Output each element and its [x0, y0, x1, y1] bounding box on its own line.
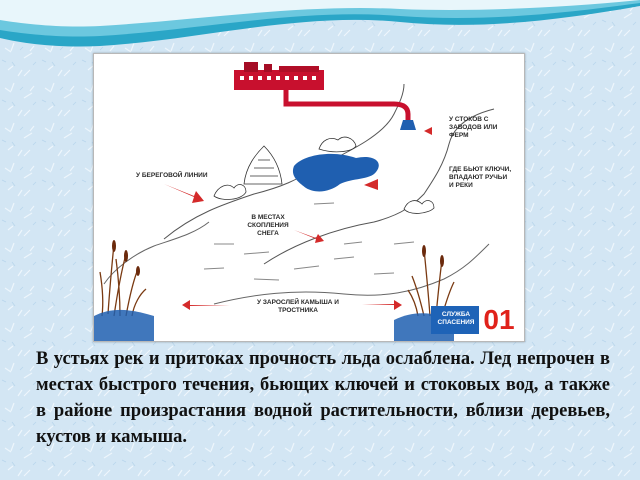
badge-blue-block: СЛУЖБА СПАСЕНИЯ	[431, 306, 479, 334]
label-springs: ГДЕ БЬЮТ КЛЮЧИ, ВПАДАЮТ РУЧЬИ И РЕКИ	[449, 166, 512, 189]
lake-water	[292, 153, 379, 192]
label-shoreline: У БЕРЕГОВОЙ ЛИНИИ	[136, 172, 208, 179]
label-reeds: У ЗАРОСЛЕЙ КАМЫША И ТРОСТНИКА	[257, 299, 339, 314]
rescue-service-badge: СЛУЖБА СПАСЕНИЯ 01	[431, 306, 519, 334]
ice-danger-diagram: У СТОКОВ С ЗАВОДОВ ИЛИ ФЕРМ У БЕРЕГОВОЙ …	[93, 53, 525, 342]
drain-pipe	[283, 90, 411, 122]
warning-arrows	[164, 127, 450, 310]
label-factory-runoff: У СТОКОВ С ЗАВОДОВ ИЛИ ФЕРМ	[449, 116, 498, 139]
badge-text: СЛУЖБА СПАСЕНИЯ	[437, 311, 475, 326]
label-snow: В МЕСТАХ СКОПЛЕНИЯ СНЕГА	[247, 214, 289, 237]
top-wave-decoration	[0, 0, 640, 47]
badge-number: 01	[483, 304, 515, 335]
diagram-illustration	[94, 62, 495, 341]
caption-text: В устьях рек и притоках прочность льда о…	[36, 349, 610, 447]
snowy-bush-icon	[213, 136, 435, 214]
factory-icon	[234, 62, 324, 90]
